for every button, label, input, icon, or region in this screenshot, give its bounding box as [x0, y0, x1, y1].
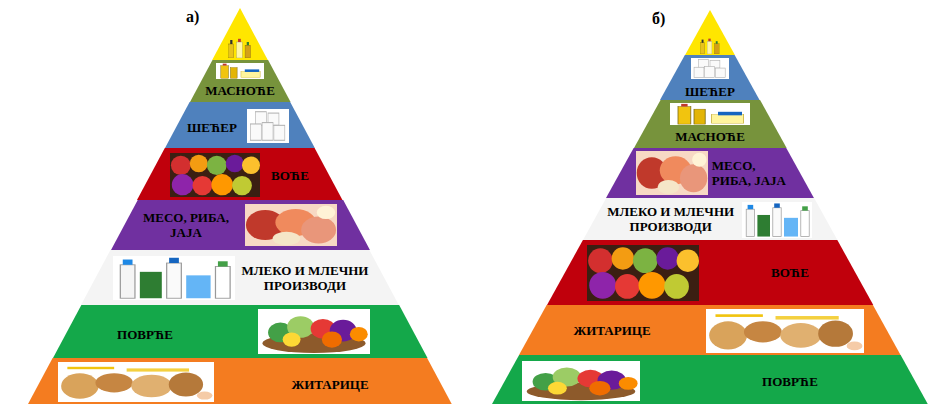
band-label: ШЕЋЕР: [186, 120, 237, 135]
band-label: ПОВРЋЕ: [761, 374, 818, 389]
band-text-group: МЛЕКО И МЛЕЧНИ ПРОИЗВОДИ: [607, 204, 735, 234]
band-text-group: ЖИТАРИЦЕ: [290, 377, 369, 392]
band-fill: [165, 102, 315, 148]
band-text-group: МАСНОЋЕ: [674, 129, 745, 144]
band-shape: [492, 355, 928, 404]
food-band: МЛЕКО И МЛЕЧНИ ПРОИЗВОДИ: [583, 198, 837, 240]
band-label: ВОЋЕ: [770, 265, 809, 280]
pyramid-tip: [685, 10, 735, 55]
food-photos: [245, 204, 337, 246]
band-text-group: ШЕЋЕР: [684, 84, 735, 99]
band-shape: [53, 305, 428, 358]
panel-label: а): [186, 8, 199, 26]
band-text-group: ПОВРЋЕ: [761, 374, 818, 389]
food-photos: [522, 361, 640, 401]
band-text-group: ЖИТАРИЦЕ: [572, 323, 651, 338]
band-label: ВОЋЕ: [270, 168, 309, 183]
band-label: МЛЕКО И МЛЕЧНИ ПРОИЗВОДИ: [241, 263, 369, 293]
band-label: ЖИТАРИЦЕ: [572, 323, 651, 338]
food-photos: [113, 256, 235, 300]
food-band: ЖИТАРИЦЕ: [28, 358, 452, 404]
band-fill: [28, 358, 452, 404]
band-label: МЕСО, РИБА, ЈАЈА: [712, 158, 788, 188]
band-fill: [111, 200, 370, 250]
food-photos: [258, 309, 370, 354]
food-photos: [742, 202, 812, 238]
food-photos: [58, 362, 214, 402]
band-text-group: МЕСО, РИБА, ЈАЈА: [142, 210, 230, 240]
food-photos: [636, 151, 708, 195]
band-fill: [137, 148, 342, 200]
band-fill: [547, 240, 873, 305]
band-text-group: МЕСО, РИБА, ЈАЈА: [712, 158, 788, 188]
food-photos: [700, 39, 719, 54]
panel-label: б): [652, 10, 665, 28]
band-text-group: МАСНОЋЕ: [204, 83, 275, 98]
food-band: ШЕЋЕР: [660, 55, 760, 100]
food-band: ПОВРЋЕ: [492, 355, 928, 404]
food-band: МАСНОЋЕ: [190, 60, 291, 102]
food-photos: [706, 309, 864, 353]
band-label: МАСНОЋЕ: [204, 83, 275, 98]
band-fill: [634, 100, 787, 148]
band-label: ПОВРЋЕ: [117, 327, 174, 342]
food-band: МЛЕКО И МЛЕЧНИ ПРОИЗВОДИ: [81, 250, 399, 305]
food-photos: [229, 39, 251, 58]
band-label: МЕСО, РИБА, ЈАЈА: [142, 210, 230, 240]
band-label: МЛЕКО И МЛЕЧНИ ПРОИЗВОДИ: [607, 204, 735, 234]
band-shape: [547, 240, 873, 305]
band-fill: [519, 305, 901, 355]
band-label: МАСНОЋЕ: [674, 129, 745, 144]
band-shape: [28, 358, 452, 404]
band-fill: [53, 305, 428, 358]
band-fill: [583, 198, 837, 240]
band-text-group: ШЕЋЕР: [186, 120, 237, 135]
food-photos: [670, 103, 750, 125]
food-band: ВОЋЕ: [547, 240, 873, 305]
band-fill: [606, 148, 814, 198]
food-photos: [170, 153, 260, 197]
food-band: МАСНОЋЕ: [634, 100, 787, 148]
band-text-group: ВОЋЕ: [270, 168, 309, 183]
food-band: ШЕЋЕР: [165, 102, 315, 148]
band-fill: [492, 355, 928, 404]
food-photos: [247, 109, 289, 143]
band-fill: [660, 55, 760, 100]
band-label: ШЕЋЕР: [684, 84, 735, 99]
band-fill: [81, 250, 399, 305]
food-band: ПОВРЋЕ: [53, 305, 428, 358]
band-text-group: ВОЋЕ: [770, 265, 809, 280]
band-text-group: ПОВРЋЕ: [117, 327, 174, 342]
food-band: МЕСО, РИБА, ЈАЈА: [111, 200, 370, 250]
food-band: МЕСО, РИБА, ЈАЈА: [606, 148, 814, 198]
band-fill: [190, 60, 291, 102]
food-photos: [216, 63, 264, 79]
pyramid-tip: [212, 8, 735, 60]
food-band: ВОЋЕ: [137, 148, 342, 200]
band-shape: [137, 148, 342, 200]
food-photos: [587, 245, 699, 301]
pyramid-tip: [212, 8, 268, 60]
band-label: ЖИТАРИЦЕ: [290, 377, 369, 392]
band-text-group: МЛЕКО И МЛЕЧНИ ПРОИЗВОДИ: [241, 263, 369, 293]
food-band: ЖИТАРИЦЕ: [519, 305, 901, 355]
food-photos: [691, 58, 729, 79]
